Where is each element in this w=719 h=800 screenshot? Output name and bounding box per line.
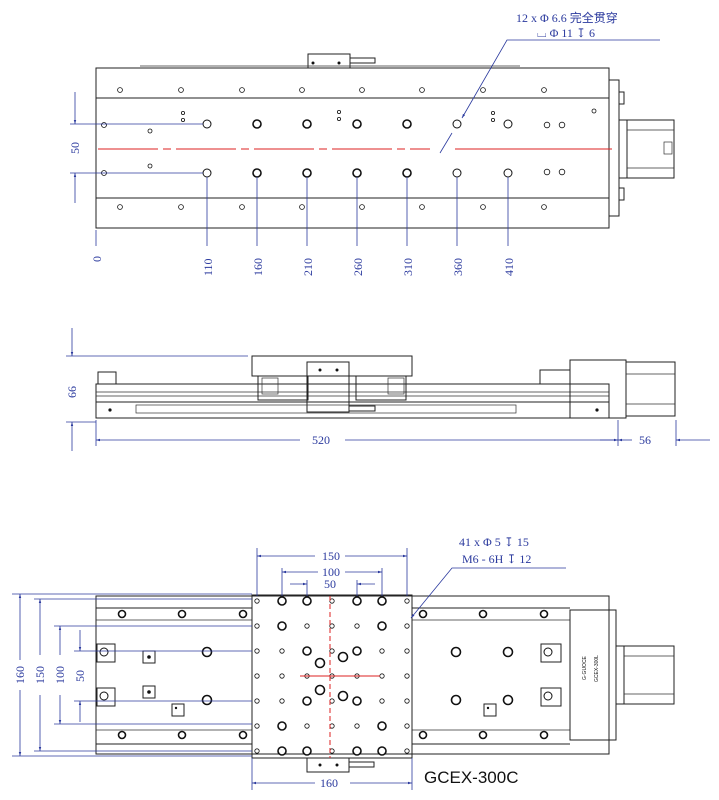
plate-hole [377,596,387,606]
plate-hole [352,596,362,606]
plate-hole [277,746,287,756]
bottom-motor [623,645,675,705]
side-dim-56: 56 [639,433,651,447]
side-dim-66: 66 [65,386,79,398]
position-label: 360 [451,258,465,276]
plate-hole [337,690,349,702]
plate-hole [329,623,335,629]
plate-hole [337,651,349,663]
plate-hole [404,598,410,604]
plate-hole [404,723,410,729]
plate-hole [254,723,260,729]
dim-left-50: 50 [73,670,87,682]
plate-hole [254,698,260,704]
dim-left-160: 160 [13,666,27,684]
plate-hole [404,698,410,704]
motor-brand: G·GUOCE [582,655,588,680]
plate-hole [379,673,385,679]
dim-top-100: 100 [322,565,340,579]
top-hole-note-1: 12 x Φ 6.6 完全贯穿 [516,10,618,25]
top-dim-50: 50 [68,142,82,154]
plate-hole [304,723,310,729]
top-hole-note-2: ⌴ Φ 11 ↧ 6 [537,26,595,40]
plate-hole [279,648,285,654]
dim-bottom-160: 160 [320,776,338,790]
plate-hole [277,621,287,631]
plate-hole [254,623,260,629]
motor-model: GCEX-300L [594,655,600,682]
plate-hole [404,673,410,679]
plate-hole [404,748,410,754]
plate-hole [314,657,326,669]
plate-hole [379,648,385,654]
plate-hole [404,648,410,654]
plate-hole [404,623,410,629]
position-label: 310 [401,258,415,276]
side-body [95,383,610,419]
plate-hole [329,648,335,654]
plate-hole [377,746,387,756]
position-label: 410 [502,258,516,276]
position-label: 210 [301,258,315,276]
plate-hole [314,684,326,696]
plate-hole [302,596,312,606]
model-title: GCEX-300C [424,768,518,787]
side-dim-520: 520 [312,433,330,447]
plate-hole [254,648,260,654]
plate-hole [254,598,260,604]
position-label: 160 [251,258,265,276]
plate-hole [354,623,360,629]
position-label: 110 [201,258,215,276]
plate-hole [279,698,285,704]
dim-top-50: 50 [324,577,336,591]
position-label: 260 [351,258,365,276]
plate-hole [304,623,310,629]
side-view: 66 520 56 [65,328,710,451]
top-body-outline [95,67,610,229]
bottom-hole-note-1: 41 x Φ 5 ↧ 15 [459,535,529,549]
plate-hole [377,721,387,731]
bottom-body [95,595,610,755]
plate-hole [354,723,360,729]
plate-hole [279,673,285,679]
side-motor [625,361,676,417]
top-motor [626,119,675,179]
position-label: 0 [90,256,104,262]
dim-left-150: 150 [33,666,47,684]
side-carriage [251,355,413,377]
bottom-hole-note-2: M6 - 6H ↧ 12 [462,552,531,566]
plate-hole [254,748,260,754]
plate-hole [379,698,385,704]
plate-hole [352,696,362,706]
plate-hole [352,746,362,756]
plate-hole [277,721,287,731]
plate-hole [302,696,312,706]
dim-left-100: 100 [53,666,67,684]
plate-hole [302,646,312,656]
plate-holes [254,596,410,756]
plate-hole [302,746,312,756]
bottom-view: G·GUOCE GCEX-300L [12,535,675,790]
plate-hole [277,596,287,606]
top-view: 12 x Φ 6.6 完全贯穿 ⌴ Φ 11 ↧ 6 50 0 110 160 … [68,10,675,276]
plate-hole [377,621,387,631]
plate-hole [352,646,362,656]
plate-hole [254,673,260,679]
top-position-labels: 0 110 160 210 260 310 360 410 [90,256,516,276]
dim-top-150: 150 [322,549,340,563]
